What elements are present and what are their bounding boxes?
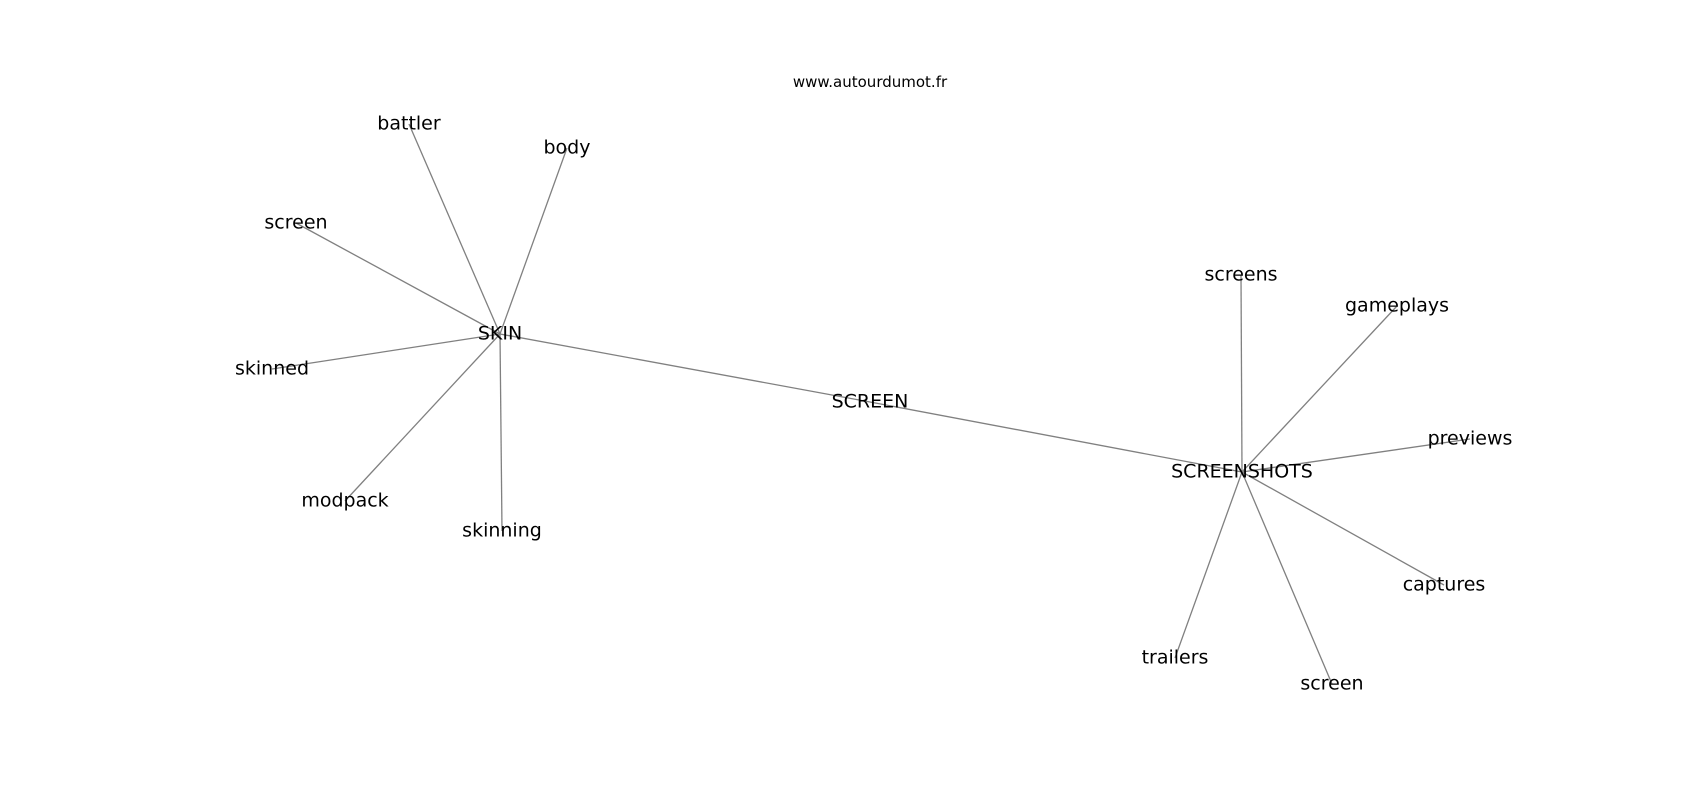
node-label-battler: battler	[377, 113, 441, 135]
edge-skin-skinning	[499, 333, 503, 532]
edge-skin-screen_a	[295, 222, 501, 335]
node-label-gameplays: gameplays	[1345, 295, 1449, 317]
node-label-screen-b: screen	[1300, 673, 1363, 695]
edge-skin-skinned	[271, 333, 501, 370]
edge-screen-screenshots	[869, 401, 1243, 473]
edges-layer	[271, 123, 1471, 685]
node-label-skinning: skinning	[462, 520, 542, 542]
edge-screenshots-captures	[1241, 471, 1445, 586]
node-label-previews: previews	[1428, 428, 1513, 450]
node-label-skin: SKIN	[478, 323, 522, 345]
edge-skin-body	[499, 147, 568, 335]
labels-layer: SCREEN SKIN SCREENSHOTS battler body screen sk…	[235, 113, 1512, 695]
node-label-skinned: skinned	[235, 358, 309, 380]
edge-screenshots-trailers	[1174, 471, 1243, 659]
node-label-screen: SCREEN	[832, 391, 909, 413]
node-label-captures: captures	[1403, 574, 1486, 596]
site-credit: www.autourdumot.fr	[793, 73, 948, 91]
node-label-body: body	[544, 137, 591, 159]
node-label-screen-a: screen	[264, 212, 327, 234]
edge-skin-modpack	[344, 333, 501, 502]
edge-screenshots-gameplays	[1241, 305, 1398, 473]
edge-screenshots-previews	[1241, 438, 1471, 473]
edge-skin-battler	[408, 123, 501, 335]
node-label-screenshots: SCREENSHOTS	[1171, 461, 1313, 483]
edge-screenshots-screen_b	[1241, 471, 1333, 685]
edge-skin-screen	[499, 333, 871, 403]
node-label-modpack: modpack	[301, 490, 388, 512]
edge-screenshots-screens	[1240, 274, 1243, 473]
node-label-screens: screens	[1204, 264, 1277, 286]
node-label-trailers: trailers	[1142, 647, 1209, 669]
